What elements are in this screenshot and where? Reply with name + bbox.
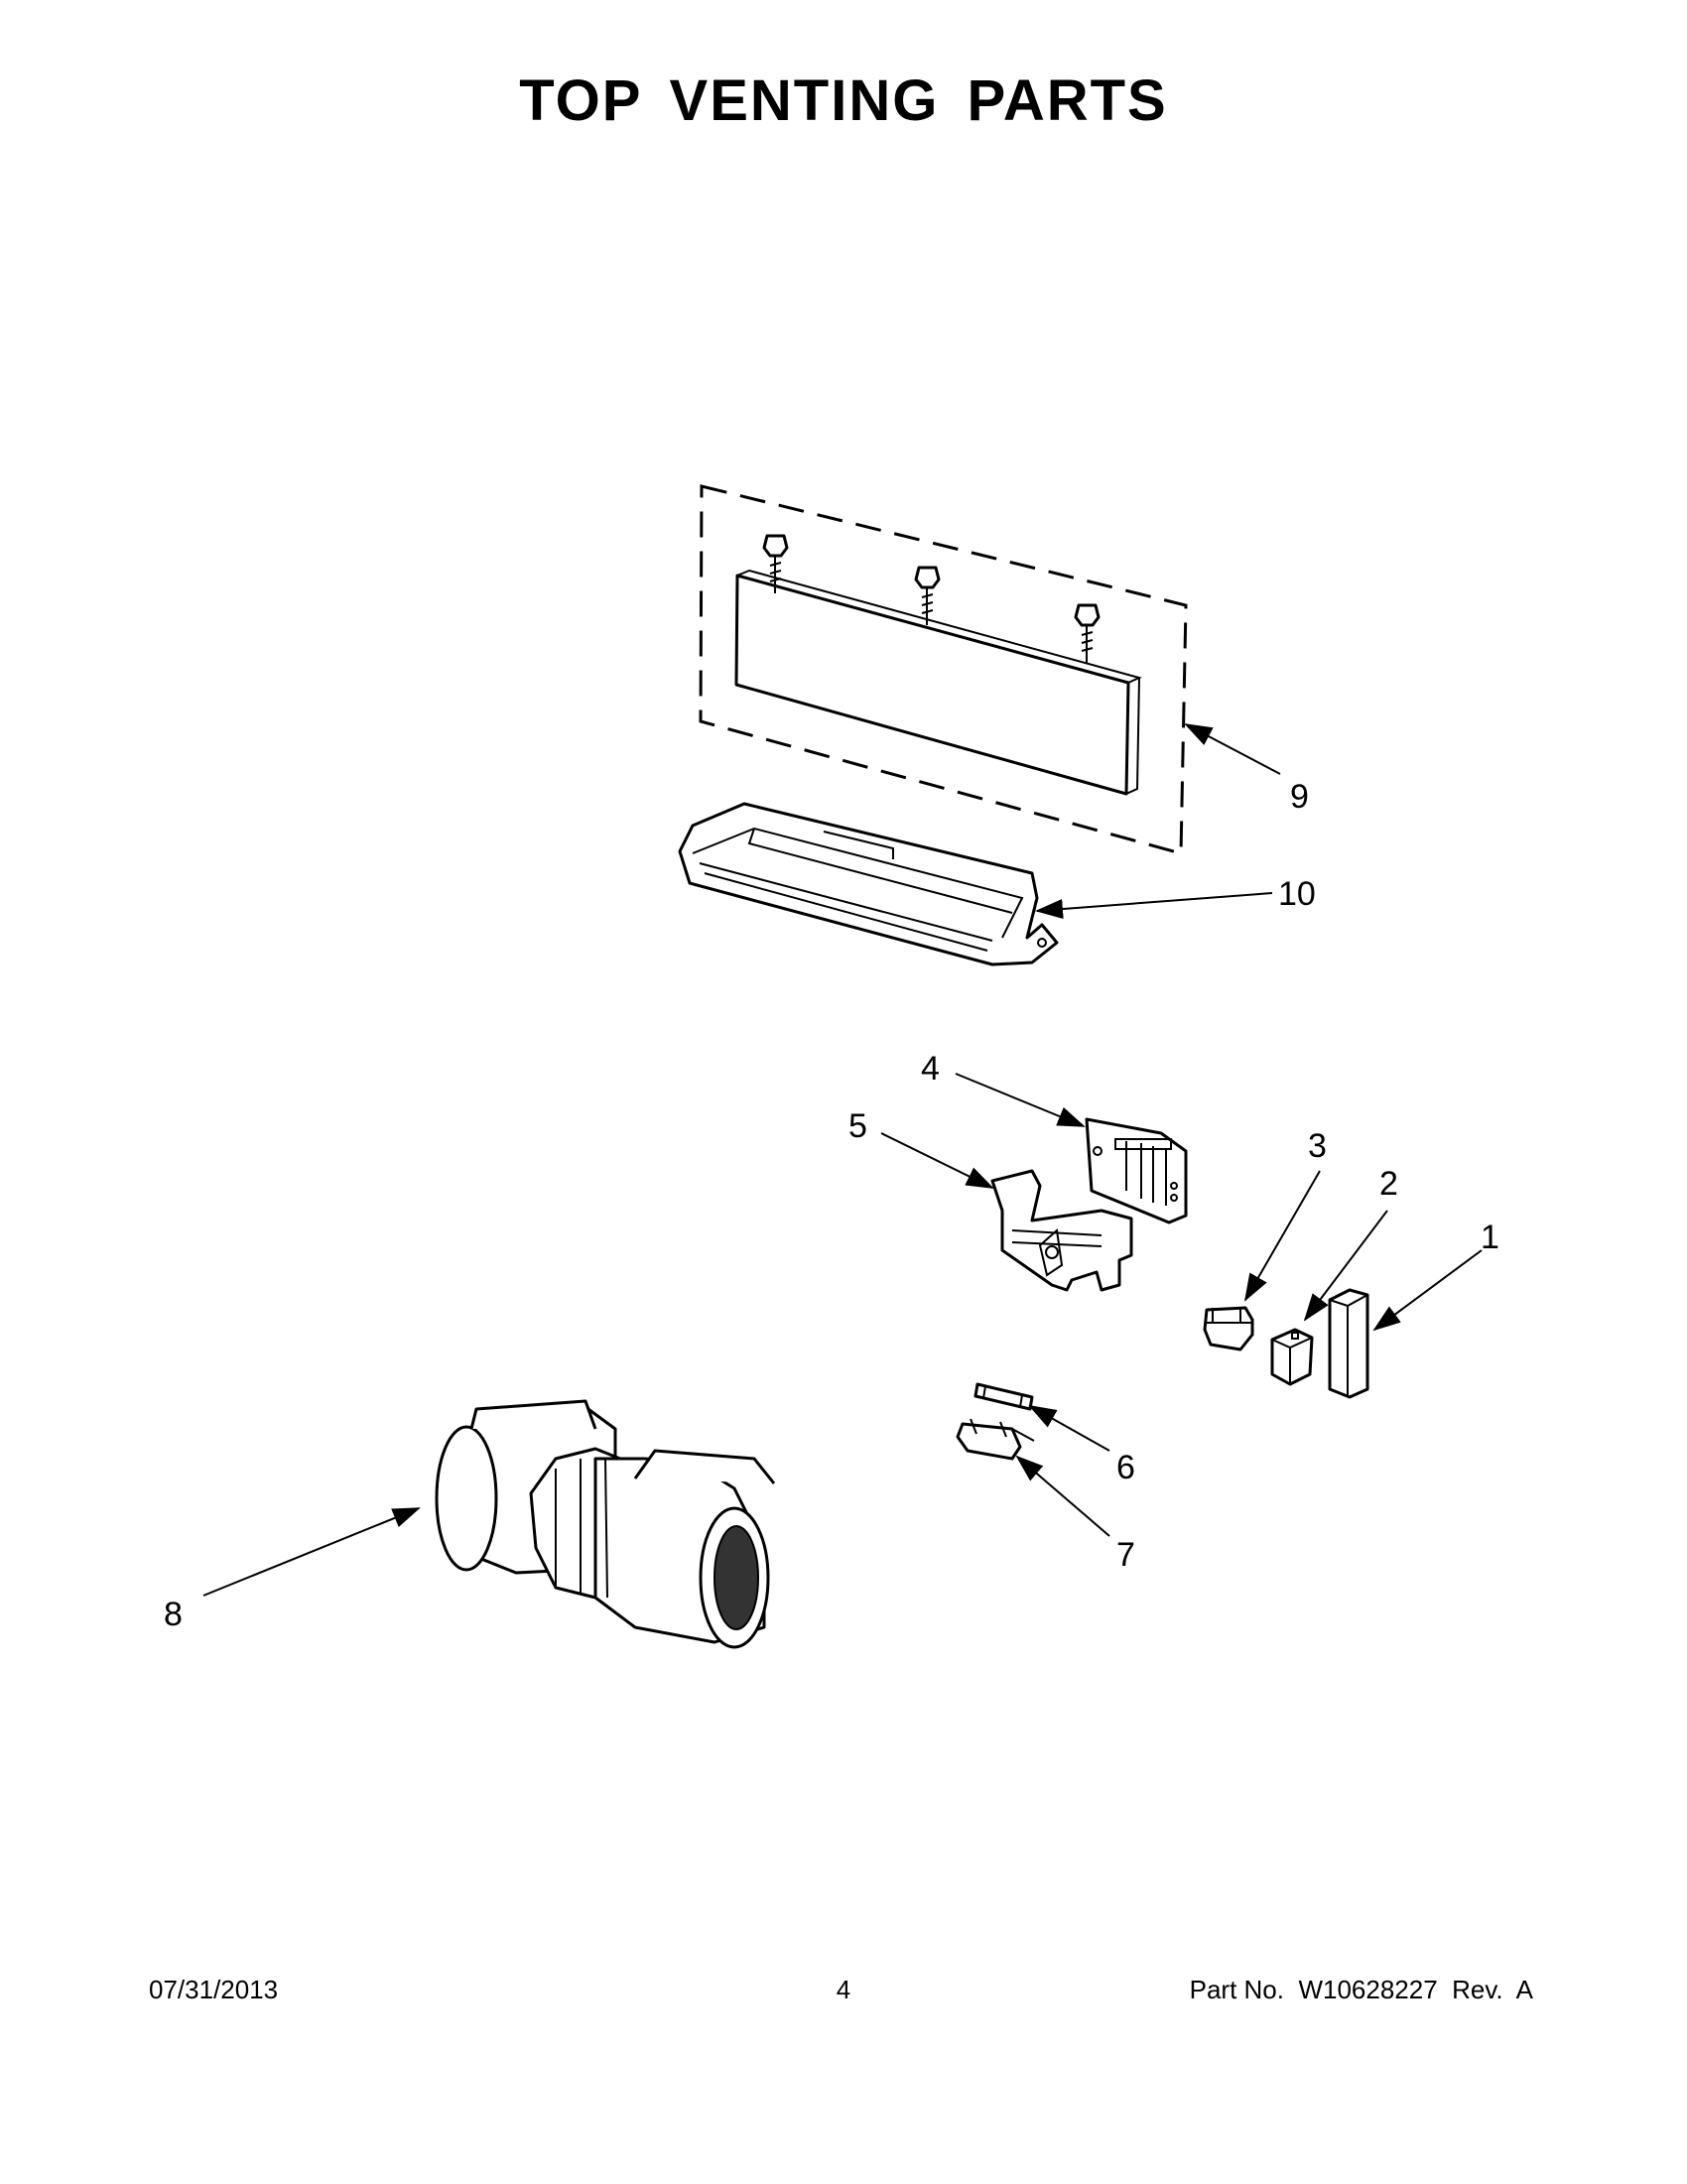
callout-10: 10 [1278,875,1316,913]
callout-6: 6 [1116,1449,1135,1486]
footer-page-number: 4 [836,1975,851,2004]
leader-arrows [202,723,1483,1597]
part-10-damper-frame [678,802,1059,966]
screw-icon [914,566,941,625]
callout-3: 3 [1308,1127,1327,1165]
page-title: TOP VENTING PARTS [519,68,1168,133]
part-1-block [1328,1288,1369,1399]
part-9-damper-panel-assembly [699,484,1188,855]
callout-5: 5 [848,1107,867,1145]
part-7-thermal-cutoff [956,1418,1035,1461]
callout-labels: 9 10 4 5 3 2 1 6 7 8 [164,778,1499,1633]
callout-1: 1 [1481,1219,1499,1256]
part-6-fuse [973,1382,1034,1411]
callout-9: 9 [1290,778,1309,816]
part-8-blower-motor [435,1399,776,1649]
part-2-relay [1270,1328,1314,1386]
leader-7 [1015,1455,1110,1537]
leader-3 [1244,1170,1321,1302]
part-4-circuit-board [1085,1117,1188,1224]
part-5-bracket [990,1169,1133,1292]
leader-4 [955,1073,1086,1127]
leader-2 [1303,1210,1388,1322]
part-3-switch [1203,1306,1254,1351]
footer-part-number: Part No. W10628227 Rev. A [1189,1975,1533,2004]
leader-10 [1035,892,1273,920]
callout-8: 8 [164,1596,183,1633]
callout-2: 2 [1379,1165,1398,1203]
leader-6 [1028,1405,1110,1452]
leader-5 [880,1132,994,1189]
leader-1 [1372,1249,1483,1332]
callout-7: 7 [1116,1536,1135,1574]
callout-4: 4 [921,1050,940,1088]
leader-8 [202,1507,421,1597]
screw-icon [1074,603,1101,663]
leader-9 [1184,723,1281,775]
screw-icon [762,534,789,593]
footer-date: 07/31/2013 [149,1975,279,2004]
